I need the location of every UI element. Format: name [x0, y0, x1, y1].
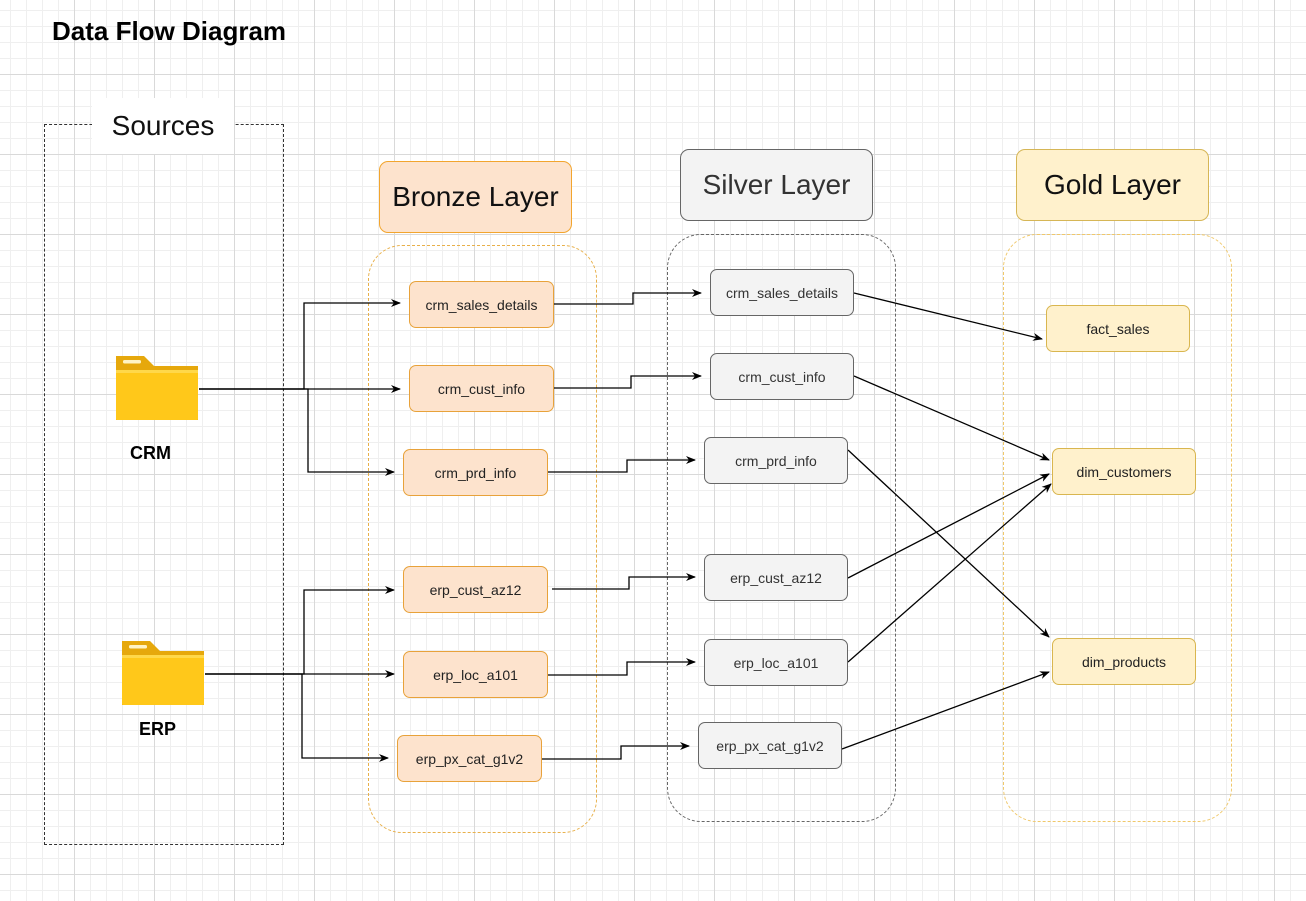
bronze-node-erp-loc-a101[interactable]: erp_loc_a101 [403, 651, 548, 698]
silver-node-crm-cust-info[interactable]: crm_cust_info [710, 353, 854, 400]
edge-erp-to-erp-px-cat-g1v2 [205, 673, 389, 762]
crm-folder-icon[interactable] [112, 352, 202, 424]
sources-label: Sources [92, 98, 234, 154]
edge-crm-to-crm-sales-details [199, 299, 401, 390]
edge-bronze-to-silver-crm-sales-details [554, 289, 702, 305]
diagram-title: Data Flow Diagram [52, 16, 287, 46]
edge-silver-to-fact-sales [853, 292, 1043, 341]
bronze-layer-header[interactable]: Bronze Layer [379, 161, 572, 233]
bronze-node-erp-px-cat-g1v2[interactable]: erp_px_cat_g1v2 [397, 735, 542, 782]
gold-group [1003, 234, 1232, 822]
edge-silver-az12-to-dim-customers [847, 473, 1050, 579]
silver-node-erp-px-cat-g1v2[interactable]: erp_px_cat_g1v2 [698, 722, 842, 769]
bronze-node-crm-cust-info[interactable]: crm_cust_info [409, 365, 554, 412]
silver-node-crm-prd-info[interactable]: crm_prd_info [704, 437, 848, 484]
gold-node-fact-sales[interactable]: fact_sales [1046, 305, 1190, 352]
erp-folder-icon[interactable] [118, 637, 208, 709]
edge-silver-loc-to-dim-customers [847, 483, 1052, 663]
edge-bronze-to-silver-erp-loc-a101 [548, 658, 696, 676]
edge-silver-px-to-dim-products [841, 671, 1050, 750]
edge-bronze-to-silver-erp-cust-az12 [552, 573, 696, 590]
edge-bronze-to-silver-crm-cust-info [554, 372, 702, 389]
bronze-group [368, 245, 597, 833]
silver-layer-header[interactable]: Silver Layer [680, 149, 873, 221]
gold-layer-header[interactable]: Gold Layer [1016, 149, 1209, 221]
edge-silver-cust-to-dim-customers [853, 375, 1050, 461]
silver-node-crm-sales-details[interactable]: crm_sales_details [710, 269, 854, 316]
gold-node-dim-products[interactable]: dim_products [1052, 638, 1196, 685]
bronze-node-erp-cust-az12[interactable]: erp_cust_az12 [403, 566, 548, 613]
crm-label: CRM [130, 443, 171, 463]
edge-bronze-to-silver-erp-px-cat-g1v2 [542, 742, 690, 760]
silver-node-erp-cust-az12[interactable]: erp_cust_az12 [704, 554, 848, 601]
edge-crm-to-crm-prd-info [199, 388, 395, 476]
silver-group [667, 234, 896, 822]
edge-silver-prd-to-dim-products [847, 449, 1050, 638]
erp-label: ERP [139, 719, 177, 739]
gold-node-dim-customers[interactable]: dim_customers [1052, 448, 1196, 495]
edge-erp-to-erp-cust-az12 [205, 586, 395, 675]
silver-node-erp-loc-a101[interactable]: erp_loc_a101 [704, 639, 848, 686]
bronze-node-crm-sales-details[interactable]: crm_sales_details [409, 281, 554, 328]
bronze-node-crm-prd-info[interactable]: crm_prd_info [403, 449, 548, 496]
edge-bronze-to-silver-crm-prd-info [548, 456, 696, 473]
